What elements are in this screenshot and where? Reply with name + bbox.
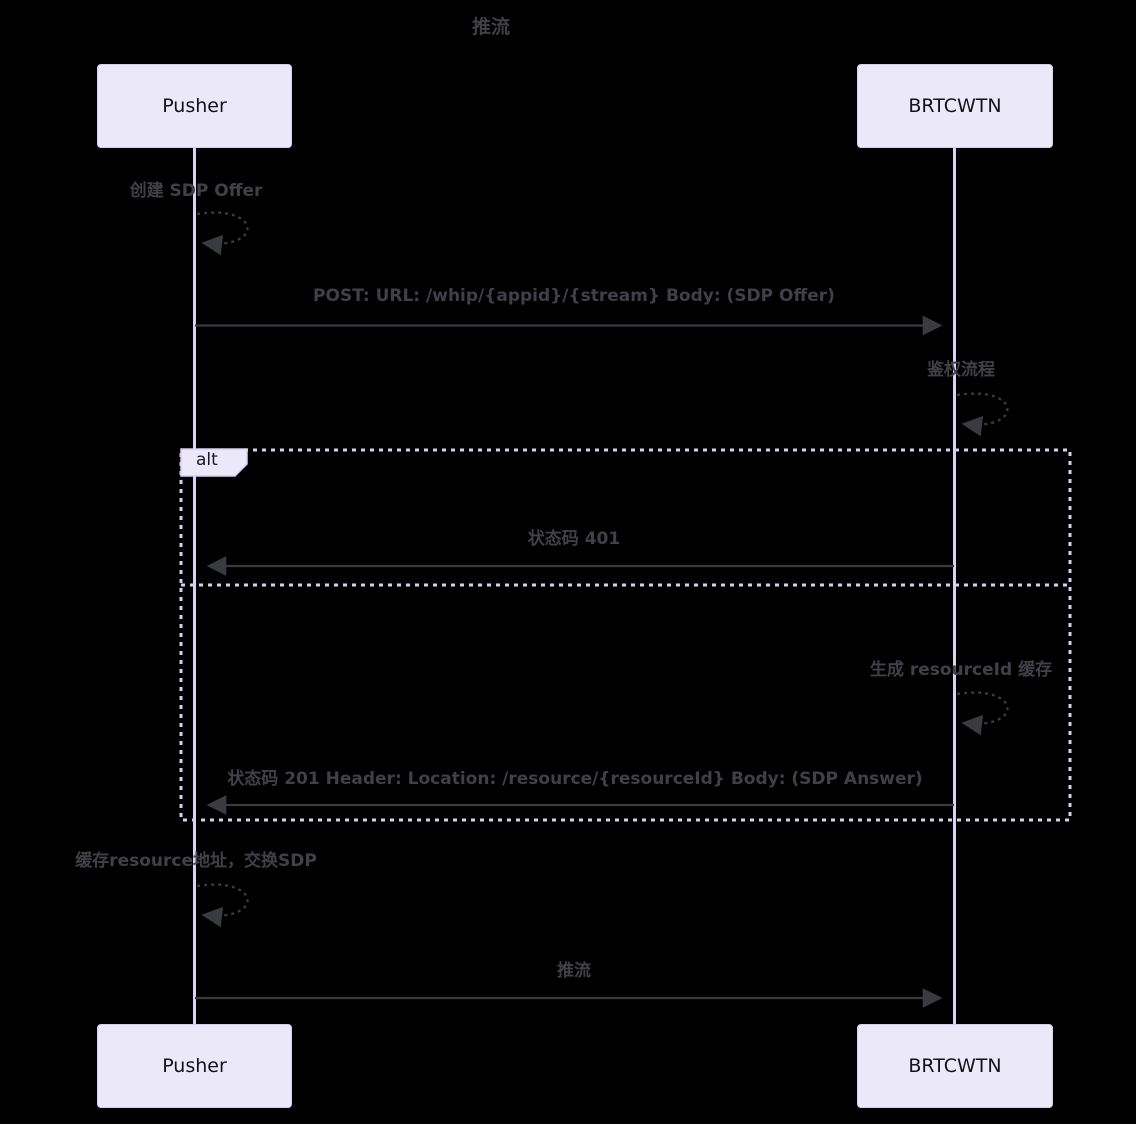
self-loop-create-sdp-offer	[196, 211, 249, 256]
actor-pusher-top: Pusher	[97, 64, 292, 148]
actor-brtcwtn-bottom: BRTCWTN	[857, 1024, 1053, 1108]
actor-pusher-label: Pusher	[162, 95, 227, 117]
actor-brtcwtn-label: BRTCWTN	[908, 95, 1002, 117]
actor-pusher-label: Pusher	[162, 1055, 227, 1077]
self-loop-generate-resourceid	[956, 691, 1009, 736]
message-label-push-stream: 推流	[557, 961, 591, 981]
message-label-status-401: 状态码 401	[527, 529, 621, 549]
alt-frame	[179, 448, 1072, 822]
message-label-status-201: 状态码 201 Header: Location: /resource/{res…	[227, 769, 923, 789]
message-label-auth-flow: 鉴权流程	[927, 360, 995, 380]
alt-frame-label-box	[180, 448, 248, 477]
actor-pusher-bottom: Pusher	[97, 1024, 292, 1108]
actor-brtcwtn-top: BRTCWTN	[857, 64, 1053, 148]
self-loop-cache-resource	[196, 883, 249, 928]
self-loop-auth-flow	[956, 392, 1009, 437]
actor-brtcwtn-label: BRTCWTN	[908, 1055, 1002, 1077]
message-label-generate-resourceid: 生成 resourceId 缓存	[869, 660, 1053, 680]
message-label-create-sdp-offer: 创建 SDP Offer	[129, 181, 263, 201]
diagram-title: 推流	[471, 16, 511, 38]
message-label-post-whip: POST: URL: /whip/{appid}/{stream} Body: …	[313, 286, 835, 306]
alt-frame-label: alt	[196, 450, 218, 470]
message-label-cache-resource: 缓存resource地址，交换SDP	[75, 851, 317, 871]
